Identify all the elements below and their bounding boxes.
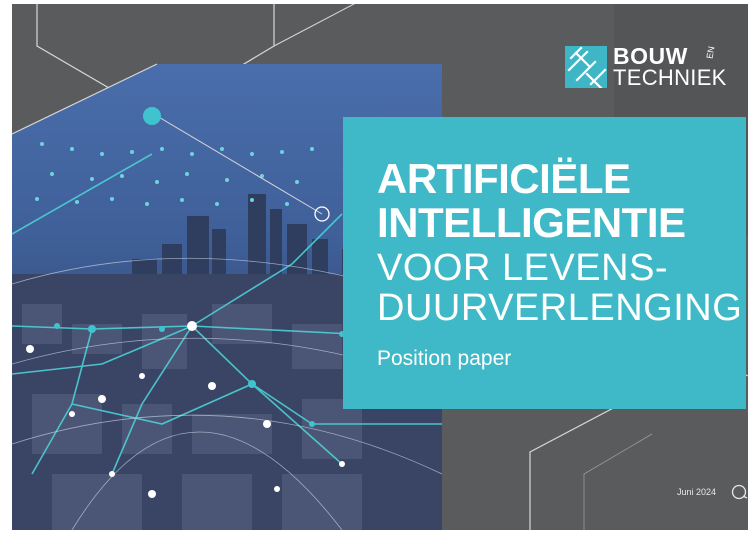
logo-word-techniek: TECHNIEK — [613, 65, 727, 90]
title-line-3: VOOR LEVENS- — [377, 247, 669, 289]
logo-word-en: EN — [704, 45, 717, 60]
title-line-4: DUURVERLENGING — [377, 287, 743, 329]
logo-word-bouw: BOUW — [613, 43, 688, 69]
search-circle-icon — [731, 484, 748, 500]
city-network-photo — [12, 63, 442, 530]
title-line-1: ARTIFICIËLE — [377, 155, 631, 202]
publication-date: Juni 2024 — [677, 487, 717, 497]
bouw-en-techniek-logo: BOUW EN TECHNIEK — [565, 43, 740, 90]
title-panel: ARTIFICIËLE INTELLIGENTIE VOOR LEVENS- D… — [343, 117, 746, 409]
title-line-2: INTELLIGENTIE — [377, 199, 686, 246]
cover-page: BOUW EN TECHNIEK ARTIFICIËLE INTELLIGENT… — [12, 4, 748, 530]
tki-logo-icon — [565, 46, 607, 90]
subtitle: Position paper — [377, 347, 512, 370]
